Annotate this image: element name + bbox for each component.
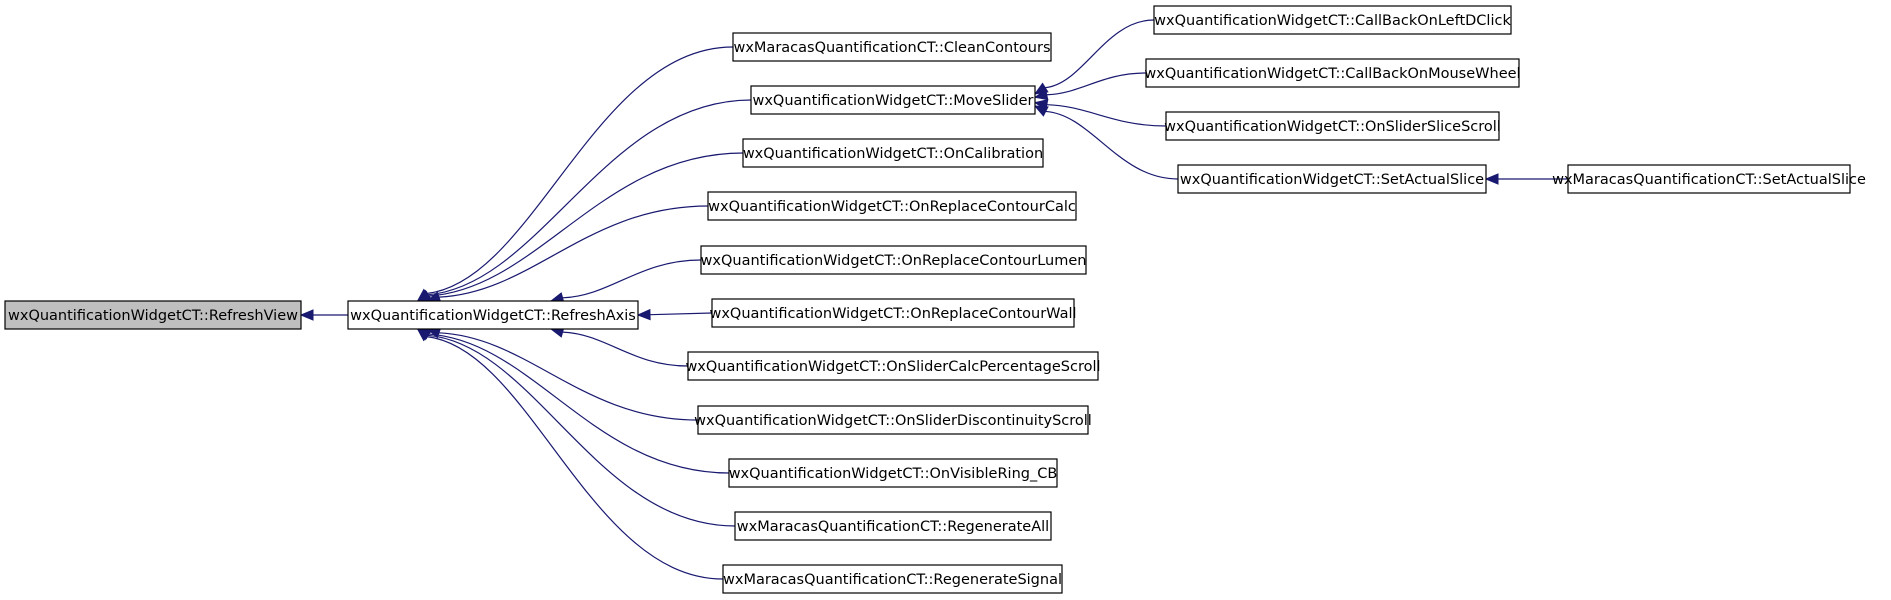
node-regenerate-all-label: wxMaracasQuantificationCT::RegenerateAll bbox=[737, 519, 1049, 535]
arrowhead bbox=[299, 309, 314, 321]
edge-line bbox=[427, 99, 752, 296]
node-regenerate-signal-box bbox=[722, 564, 1063, 594]
edge-line bbox=[426, 336, 724, 580]
node-call-back-on-mouse-wheel[interactable]: wxQuantificationWidgetCT::CallBackOnMous… bbox=[1144, 58, 1521, 88]
node-on-visible-ring-cb-label: wxQuantificationWidgetCT::OnVisibleRing_… bbox=[729, 466, 1058, 482]
node-on-replace-contour-wall-label: wxQuantificationWidgetCT::OnReplaceConto… bbox=[709, 306, 1076, 322]
edge-line bbox=[649, 312, 713, 316]
node-on-replace-contour-wall[interactable]: wxQuantificationWidgetCT::OnReplaceConto… bbox=[709, 298, 1077, 328]
edge-regenerate-signal-to-refresh-axis bbox=[416, 328, 724, 580]
node-set-actual-slice[interactable]: wxQuantificationWidgetCT::SetActualSlice bbox=[1177, 164, 1487, 194]
node-call-back-on-mouse-wheel-label: wxQuantificationWidgetCT::CallBackOnMous… bbox=[1144, 66, 1520, 82]
edge-line bbox=[1045, 19, 1155, 89]
edge-line bbox=[1046, 72, 1147, 96]
node-on-slider-calc-percentage-scroll-label: wxQuantificationWidgetCT::OnSliderCalcPe… bbox=[685, 359, 1100, 375]
edge-on-replace-contour-wall-to-refresh-axis bbox=[636, 308, 713, 321]
edge-line bbox=[438, 332, 699, 421]
node-refresh-axis[interactable]: wxQuantificationWidgetCT::RefreshAxis bbox=[347, 300, 639, 330]
node-clean-contours[interactable]: wxMaracasQuantificationCT::CleanContours bbox=[732, 32, 1052, 62]
edge-line bbox=[1046, 104, 1167, 127]
edge-clean-contours-to-refresh-axis bbox=[416, 46, 734, 302]
node-on-replace-contour-calc[interactable]: wxQuantificationWidgetCT::OnReplaceConto… bbox=[707, 191, 1077, 221]
node-on-slider-slice-scroll[interactable]: wxQuantificationWidgetCT::OnSliderSliceS… bbox=[1164, 111, 1501, 141]
node-regenerate-all[interactable]: wxMaracasQuantificationCT::RegenerateAll bbox=[734, 511, 1052, 541]
node-move-slider-box bbox=[750, 85, 1036, 115]
node-on-slider-calc-percentage-scroll-box bbox=[687, 351, 1099, 381]
node-on-calibration-label: wxQuantificationWidgetCT::OnCalibration bbox=[743, 146, 1043, 162]
node-on-slider-slice-scroll-label: wxQuantificationWidgetCT::OnSliderSliceS… bbox=[1164, 119, 1501, 135]
node-regenerate-signal[interactable]: wxMaracasQuantificationCT::RegenerateSig… bbox=[722, 564, 1063, 594]
node-call-back-on-left-dclick-box bbox=[1153, 5, 1512, 35]
node-set-actual-slice-box bbox=[1177, 164, 1487, 194]
node-clean-contours-label: wxMaracasQuantificationCT::CleanContours bbox=[733, 40, 1050, 56]
edge-on-calibration-to-refresh-axis bbox=[416, 152, 744, 302]
node-clean-contours-box bbox=[732, 32, 1052, 62]
node-move-slider[interactable]: wxQuantificationWidgetCT::MoveSlider bbox=[750, 85, 1036, 115]
node-call-back-on-mouse-wheel-box bbox=[1145, 58, 1520, 88]
node-on-replace-contour-lumen-label: wxQuantificationWidgetCT::OnReplaceConto… bbox=[701, 253, 1087, 269]
node-call-back-on-left-dclick-label: wxQuantificationWidgetCT::CallBackOnLeft… bbox=[1154, 13, 1511, 29]
edge-on-slider-calc-percentage-scroll-to-refresh-axis bbox=[549, 326, 689, 367]
node-on-slider-discontinuity-scroll-box bbox=[697, 405, 1089, 435]
node-on-replace-contour-wall-box bbox=[711, 298, 1075, 328]
edge-call-back-on-mouse-wheel-to-move-slider bbox=[1033, 72, 1147, 101]
arrowhead bbox=[636, 308, 651, 321]
node-on-slider-discontinuity-scroll-label: wxQuantificationWidgetCT::OnSliderDiscon… bbox=[694, 413, 1092, 429]
edge-line bbox=[562, 259, 702, 299]
node-maracas-set-actual-slice[interactable]: wxMaracasQuantificationCT::SetActualSlic… bbox=[1552, 164, 1866, 194]
edges-layer bbox=[299, 19, 1568, 580]
node-set-actual-slice-label: wxQuantificationWidgetCT::SetActualSlice bbox=[1180, 172, 1484, 188]
arrowhead bbox=[416, 328, 431, 342]
node-on-replace-contour-lumen[interactable]: wxQuantificationWidgetCT::OnReplaceConto… bbox=[700, 245, 1087, 275]
edge-line bbox=[438, 205, 709, 298]
node-maracas-set-actual-slice-label: wxMaracasQuantificationCT::SetActualSlic… bbox=[1552, 172, 1866, 188]
edge-line bbox=[427, 334, 736, 527]
node-on-calibration-box bbox=[742, 138, 1044, 168]
node-on-slider-discontinuity-scroll[interactable]: wxQuantificationWidgetCT::OnSliderDiscon… bbox=[694, 405, 1092, 435]
node-on-replace-contour-calc-box bbox=[707, 191, 1077, 221]
edge-maracas-set-actual-slice-to-set-actual-slice bbox=[1484, 173, 1568, 185]
node-regenerate-signal-label: wxMaracasQuantificationCT::RegenerateSig… bbox=[723, 572, 1062, 588]
node-on-replace-contour-calc-label: wxQuantificationWidgetCT::OnReplaceConto… bbox=[708, 199, 1076, 215]
edge-refresh-axis-to-refresh-view bbox=[299, 309, 348, 321]
edge-set-actual-slice-to-move-slider bbox=[1033, 105, 1179, 180]
node-on-replace-contour-lumen-box bbox=[700, 245, 1087, 275]
node-on-slider-calc-percentage-scroll[interactable]: wxQuantificationWidgetCT::OnSliderCalcPe… bbox=[685, 351, 1101, 381]
node-on-slider-slice-scroll-box bbox=[1165, 111, 1500, 141]
node-on-calibration[interactable]: wxQuantificationWidgetCT::OnCalibration bbox=[742, 138, 1044, 168]
edge-line bbox=[428, 333, 730, 474]
node-call-back-on-left-dclick[interactable]: wxQuantificationWidgetCT::CallBackOnLeft… bbox=[1153, 5, 1512, 35]
arrowhead bbox=[1484, 173, 1499, 185]
node-refresh-view[interactable]: wxQuantificationWidgetCT::RefreshView bbox=[4, 300, 302, 330]
node-refresh-axis-label: wxQuantificationWidgetCT::RefreshAxis bbox=[350, 308, 636, 324]
node-maracas-set-actual-slice-box bbox=[1567, 164, 1851, 194]
node-refresh-view-label: wxQuantificationWidgetCT::RefreshView bbox=[8, 308, 298, 324]
edge-on-replace-contour-lumen-to-refresh-axis bbox=[549, 259, 702, 304]
arrowhead bbox=[1033, 105, 1049, 117]
node-regenerate-all-box bbox=[734, 511, 1052, 541]
node-refresh-view-box bbox=[4, 300, 302, 330]
arrowhead bbox=[1033, 89, 1049, 101]
edge-line bbox=[1045, 110, 1179, 180]
node-move-slider-label: wxQuantificationWidgetCT::MoveSlider bbox=[752, 93, 1033, 109]
edge-line bbox=[426, 46, 734, 295]
node-on-visible-ring-cb[interactable]: wxQuantificationWidgetCT::OnVisibleRing_… bbox=[728, 458, 1058, 488]
edge-line bbox=[428, 152, 744, 297]
node-on-visible-ring-cb-box bbox=[728, 458, 1058, 488]
node-refresh-axis-box bbox=[347, 300, 639, 330]
edge-line bbox=[562, 331, 689, 367]
edge-on-slider-discontinuity-scroll-to-refresh-axis bbox=[426, 327, 699, 421]
